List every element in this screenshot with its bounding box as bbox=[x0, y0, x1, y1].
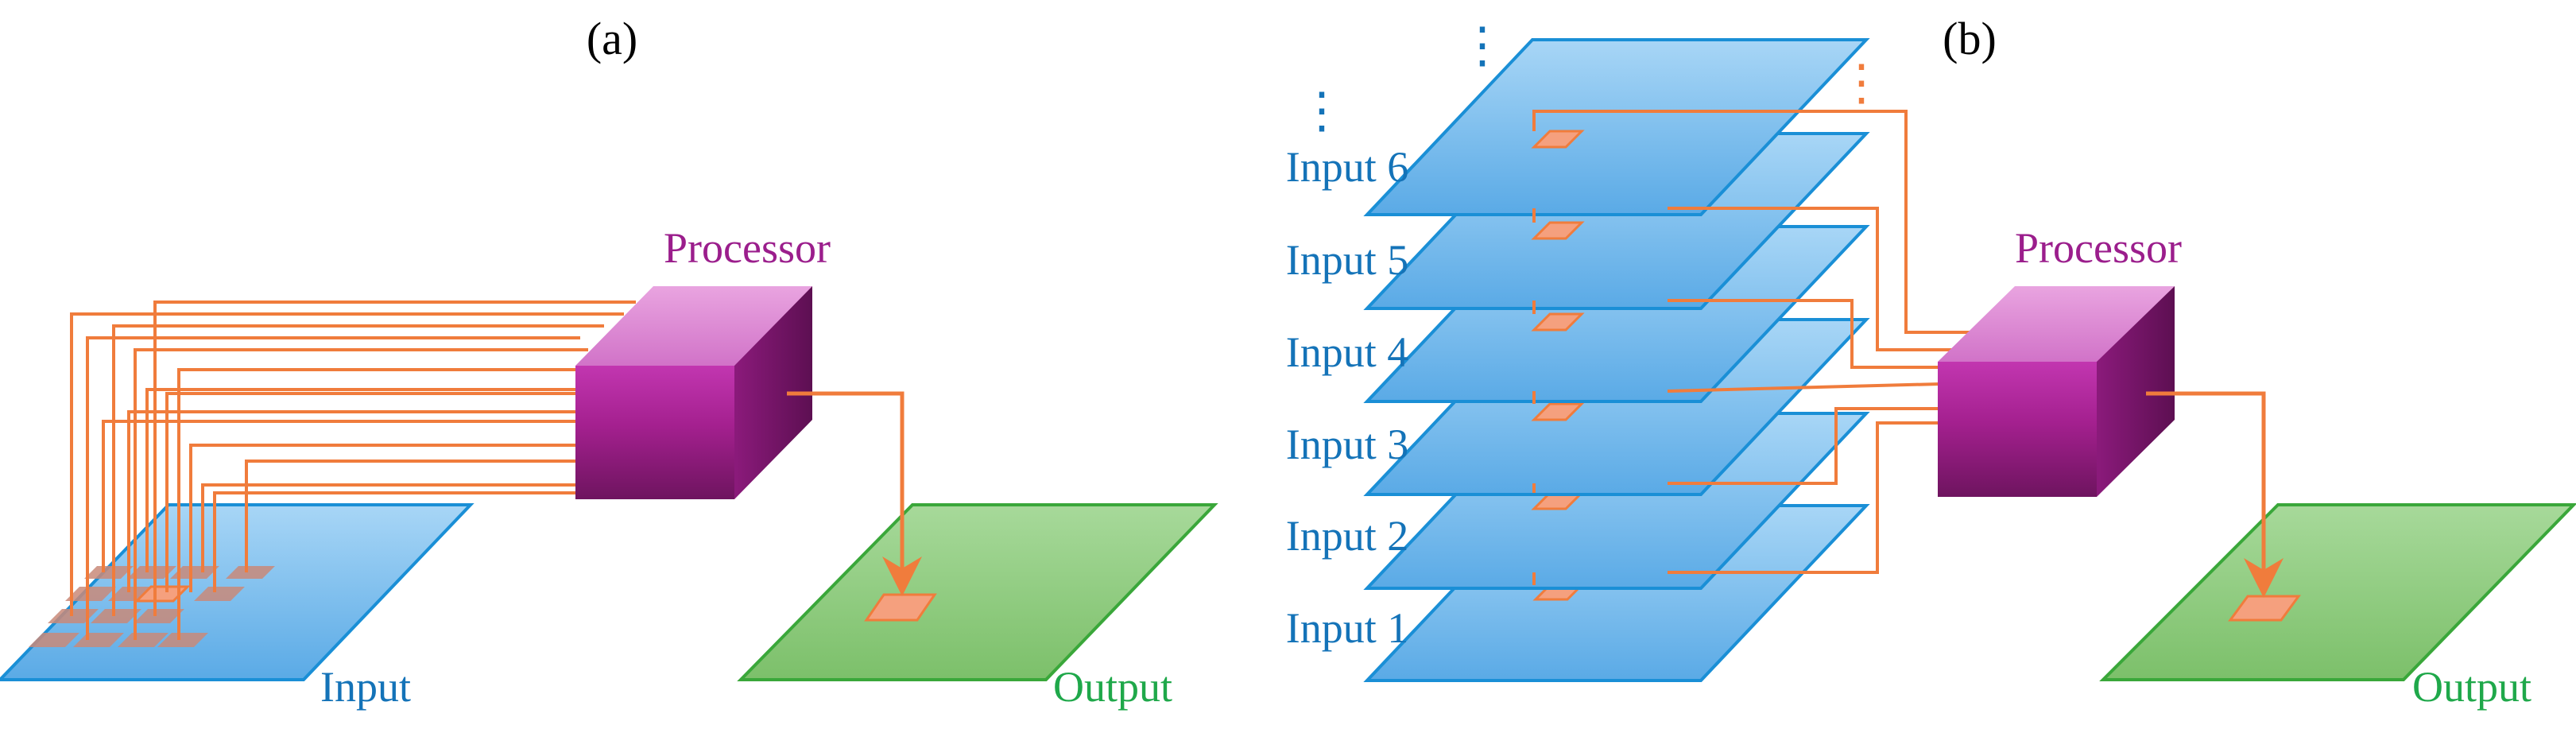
input-6-cell bbox=[1531, 130, 1585, 149]
wire bbox=[145, 388, 580, 572]
wire bbox=[1668, 407, 1970, 485]
input-stack-ellipsis-top: ⋮ bbox=[1458, 19, 1507, 73]
input-cell bbox=[118, 633, 169, 647]
wire bbox=[213, 491, 580, 592]
input-cell bbox=[170, 566, 219, 579]
processor-label: Processor bbox=[664, 224, 831, 272]
processor-b-top-face bbox=[1938, 286, 2175, 362]
wire bbox=[165, 392, 580, 592]
input-plane-6 bbox=[1363, 38, 1870, 216]
output-plane bbox=[737, 503, 1218, 681]
wire bbox=[86, 336, 580, 640]
input-labels: Input 1 Input 2 Input 3 Input 4 Input 5 … bbox=[1286, 143, 1409, 652]
output-label: Output bbox=[1053, 663, 1172, 711]
input-cell bbox=[127, 566, 176, 579]
input-cell bbox=[194, 587, 245, 601]
panel-a-label: (a) bbox=[587, 13, 637, 64]
panel-a: (a) bbox=[0, 13, 1218, 711]
input-4-label: Input 4 bbox=[1286, 328, 1409, 376]
input-cell bbox=[134, 609, 184, 623]
input-stack-ellipsis-left: ⋮ bbox=[1297, 84, 1346, 138]
wire bbox=[1667, 382, 1970, 393]
output-b-label: Output bbox=[2412, 663, 2531, 711]
input-cell bbox=[226, 566, 275, 579]
output-b-wire bbox=[2146, 391, 2284, 598]
processor-b-cube bbox=[1938, 286, 2175, 497]
input-2-label: Input 2 bbox=[1286, 512, 1409, 560]
processor-top-face bbox=[575, 286, 812, 366]
input-3-label: Input 3 bbox=[1286, 421, 1409, 468]
input-wires bbox=[70, 301, 636, 640]
wire bbox=[134, 348, 588, 640]
input-stack bbox=[1363, 38, 1870, 682]
wire bbox=[177, 368, 588, 640]
panel-b: (b) ⋮ ⋮ ⋮ bbox=[1286, 13, 2576, 711]
panel-b-label: (b) bbox=[1943, 13, 1997, 64]
processor-b-label: Processor bbox=[2015, 224, 2182, 272]
wire bbox=[1668, 207, 1970, 351]
processor-cube bbox=[575, 286, 812, 499]
input-cell bbox=[84, 566, 134, 579]
processor-b-front-face bbox=[1938, 362, 2097, 497]
input-cell bbox=[157, 633, 208, 647]
wire bbox=[1668, 299, 1970, 369]
input-3-cell bbox=[1531, 402, 1585, 421]
wire bbox=[245, 460, 580, 572]
input-5-label: Input 5 bbox=[1286, 236, 1409, 284]
input-cell bbox=[65, 587, 116, 601]
wire bbox=[1668, 421, 1970, 574]
stack-to-processor-wires bbox=[1532, 110, 1970, 574]
input-6-label: Input 6 bbox=[1286, 143, 1409, 191]
wire bbox=[70, 312, 624, 616]
processor-b-side-face bbox=[2097, 286, 2175, 497]
input-cell bbox=[91, 609, 141, 623]
wire bbox=[102, 420, 580, 572]
processor-side-face bbox=[734, 286, 812, 499]
wire-ellipsis: ⋮ bbox=[1837, 56, 1886, 111]
wire bbox=[1532, 110, 1970, 334]
output-b-plane bbox=[2099, 503, 2576, 681]
processor-front-face bbox=[575, 366, 734, 499]
wire bbox=[112, 324, 604, 616]
input-center-cell bbox=[134, 585, 191, 603]
input-label: Input bbox=[320, 663, 411, 711]
wire bbox=[153, 301, 636, 616]
input-cell bbox=[29, 633, 79, 647]
input-1-label: Input 1 bbox=[1286, 604, 1409, 652]
output-wire bbox=[787, 391, 922, 596]
input-4-cell bbox=[1531, 312, 1585, 332]
wire bbox=[189, 444, 579, 592]
wire bbox=[201, 483, 580, 572]
wire bbox=[127, 410, 576, 592]
input-5-cell bbox=[1531, 221, 1585, 240]
